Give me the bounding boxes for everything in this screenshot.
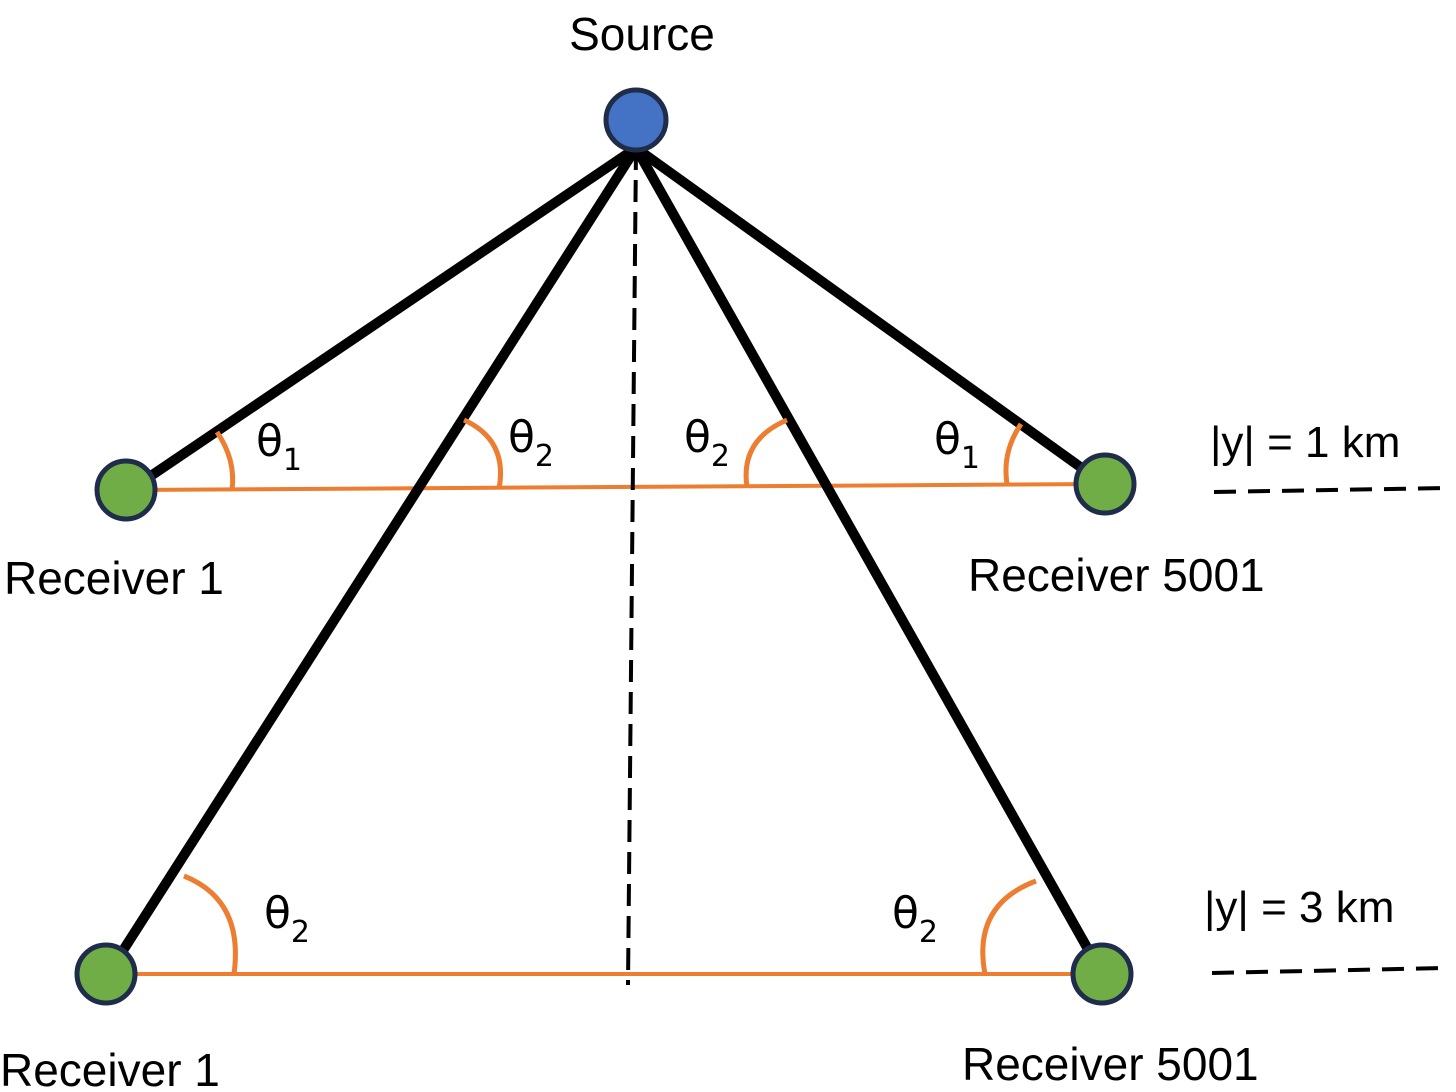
- angle-label-theta2-right-3km: θ2: [892, 888, 938, 950]
- angle-arc-theta2-left-1km: [462, 417, 503, 490]
- angle-arc-theta2-right-3km: [980, 878, 1037, 975]
- source-label: Source: [569, 8, 715, 60]
- receiver1-1km-label: Receiver 1: [4, 552, 224, 604]
- angle-label-theta2-right-1km: θ2: [684, 412, 730, 474]
- angle-label-theta1-left: θ1: [256, 416, 302, 478]
- level-label-1km: |y| = 1 km: [1210, 418, 1400, 467]
- level-marker-1km: [1213, 486, 1449, 494]
- receiver1-1km-node: [94, 458, 158, 522]
- receiver5001-3km-node: [1070, 942, 1134, 1006]
- baseline-1km: [129, 482, 1105, 492]
- level-marker-3km: [1211, 966, 1447, 975]
- angle-arc-theta2-right-1km: [743, 417, 788, 488]
- ray-source-to-receiver1-3km: [103, 143, 641, 979]
- angle-arc-theta2-left-3km: [183, 873, 238, 975]
- ray-source-to-receiver1-1km: [125, 143, 641, 495]
- ray-source-to-receiver5001-3km: [631, 143, 1107, 979]
- center-dashed-line: [626, 147, 638, 986]
- receiver5001-1km-node: [1073, 452, 1137, 516]
- receiver5001-3km-label: Receiver 5001: [962, 1038, 1259, 1090]
- level-label-3km: |y| = 3 km: [1204, 883, 1394, 932]
- receiver5001-1km-label: Receiver 5001: [968, 549, 1265, 601]
- angle-label-theta2-left-1km: θ2: [508, 412, 554, 474]
- angle-arc-theta1-right: [1003, 422, 1024, 485]
- angle-arc-theta1-left: [214, 430, 236, 491]
- receiver1-3km-node: [74, 942, 138, 1006]
- source-node: [603, 87, 669, 153]
- angle-label-theta1-right: θ1: [934, 414, 980, 476]
- ray-source-to-receiver5001-1km: [631, 143, 1109, 489]
- receiver1-3km-label: Receiver 1: [0, 1044, 220, 1092]
- angle-label-theta2-left-3km: θ2: [264, 888, 310, 950]
